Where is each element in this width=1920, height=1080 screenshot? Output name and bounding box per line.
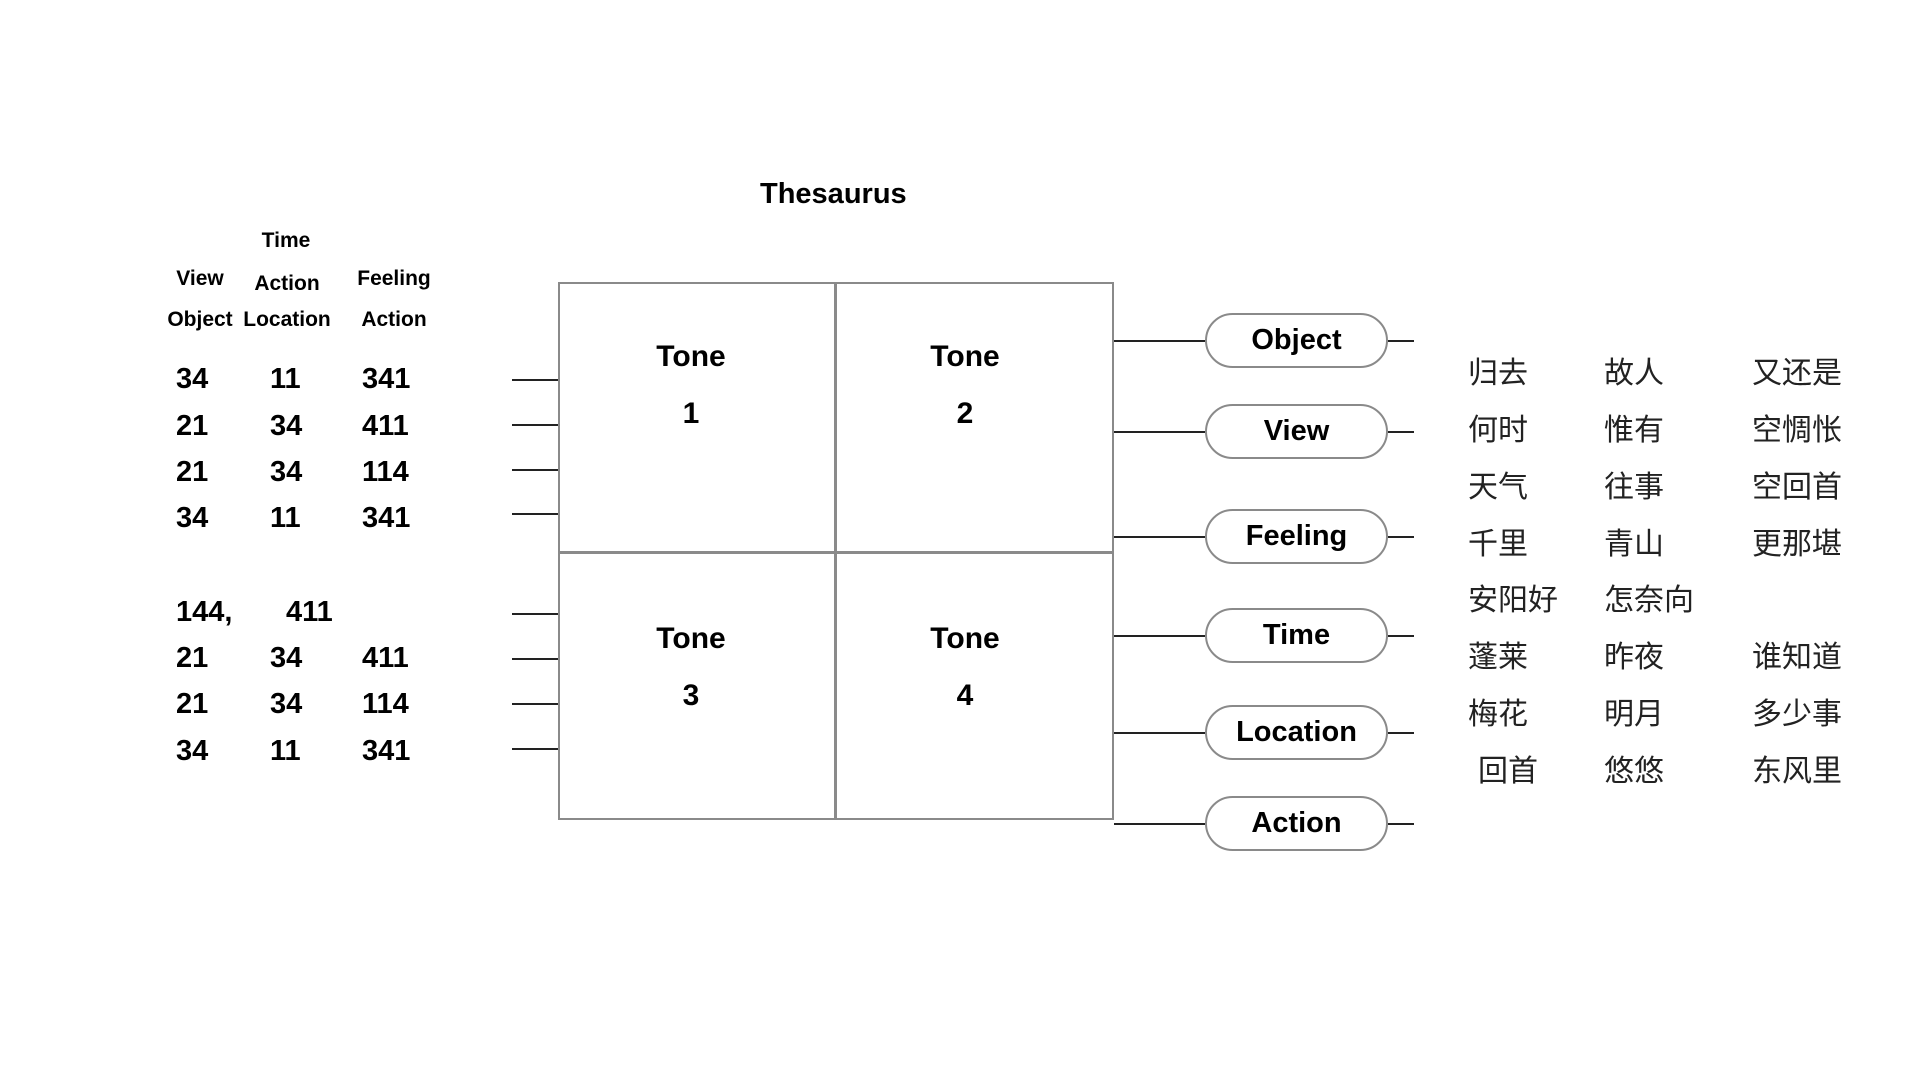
connector-line — [512, 748, 558, 750]
word-item: 多少事 — [1752, 697, 1842, 732]
number-cell: 34 — [176, 502, 209, 534]
number-cell: 411 — [362, 410, 409, 442]
tone-cell-2: Tone 2 — [890, 328, 1040, 442]
connector-line — [1114, 536, 1205, 538]
word-item: 明月 — [1604, 697, 1664, 732]
connector-line — [1388, 823, 1414, 825]
connector-line — [512, 613, 558, 615]
tone-number: 1 — [682, 397, 700, 430]
number-cell: 144, — [176, 596, 233, 628]
word-item: 悠悠 — [1604, 754, 1664, 789]
word-item: 归去 — [1468, 356, 1528, 391]
word-item: 蓬莱 — [1468, 640, 1528, 675]
number-cell: 21 — [176, 456, 209, 488]
connector-line — [1388, 431, 1414, 433]
tone-number: 2 — [956, 397, 974, 430]
connector-line — [1388, 635, 1414, 637]
category-view: View — [1205, 404, 1388, 459]
number-cell: 21 — [176, 688, 209, 720]
connector-line — [512, 469, 558, 471]
connector-line — [1388, 732, 1414, 734]
header-action-2: Action — [361, 308, 427, 331]
word-item: 更那堪 — [1752, 527, 1842, 562]
header-action: Action — [254, 272, 320, 295]
tone-number: 4 — [956, 679, 974, 712]
number-cell: 34 — [270, 642, 303, 674]
number-cell: 11 — [270, 363, 301, 395]
number-cell: 21 — [176, 642, 209, 674]
grid-divider-horizontal — [558, 551, 1114, 554]
word-item: 惟有 — [1604, 413, 1664, 448]
number-cell: 34 — [176, 735, 209, 767]
number-cell: 34 — [176, 363, 209, 395]
connector-line — [1114, 823, 1205, 825]
connector-line — [1114, 340, 1205, 342]
connector-line — [512, 513, 558, 515]
word-item: 天气 — [1468, 470, 1528, 505]
connector-line — [1114, 635, 1205, 637]
category-object: Object — [1205, 313, 1388, 368]
tone-label: Tone — [930, 622, 1000, 655]
tone-label: Tone — [930, 340, 1000, 373]
tone-label: Tone — [656, 622, 726, 655]
number-cell: 21 — [176, 410, 209, 442]
word-item: 何时 — [1468, 413, 1528, 448]
connector-line — [512, 703, 558, 705]
number-cell: 34 — [270, 410, 303, 442]
tone-cell-4: Tone 4 — [890, 610, 1040, 724]
tone-label: Tone — [656, 340, 726, 373]
category-time: Time — [1205, 608, 1388, 663]
tone-cell-1: Tone 1 — [616, 328, 766, 442]
connector-line — [1388, 340, 1414, 342]
connector-line — [512, 658, 558, 660]
word-item: 又还是 — [1752, 356, 1842, 391]
word-item: 千里 — [1468, 527, 1528, 562]
connector-line — [512, 379, 558, 381]
category-feeling: Feeling — [1205, 509, 1388, 564]
number-cell: 34 — [270, 456, 303, 488]
number-cell: 341 — [362, 735, 411, 767]
word-item: 安阳好 — [1468, 583, 1558, 618]
number-cell: 341 — [362, 502, 411, 534]
number-cell: 341 — [362, 363, 411, 395]
number-cell: 11 — [270, 502, 301, 534]
header-object: Object — [167, 308, 233, 331]
number-cell: 114 — [362, 456, 409, 488]
header-location: Location — [243, 308, 331, 331]
header-time: Time — [261, 229, 311, 252]
word-item: 青山 — [1604, 527, 1664, 562]
word-item: 回首 — [1478, 754, 1538, 789]
category-action: Action — [1205, 796, 1388, 851]
connector-line — [1114, 732, 1205, 734]
tone-number: 3 — [682, 679, 700, 712]
tone-cell-3: Tone 3 — [616, 610, 766, 724]
word-item: 往事 — [1604, 470, 1664, 505]
number-cell: 11 — [270, 735, 301, 767]
number-cell: 114 — [362, 688, 409, 720]
number-cell: 411 — [286, 596, 333, 628]
category-location: Location — [1205, 705, 1388, 760]
connector-line — [512, 424, 558, 426]
word-item: 梅花 — [1468, 697, 1528, 732]
word-item: 故人 — [1604, 356, 1664, 391]
number-cell: 411 — [362, 642, 409, 674]
word-item: 空惆怅 — [1752, 413, 1842, 448]
word-item: 昨夜 — [1604, 640, 1664, 675]
number-cell: 34 — [270, 688, 303, 720]
connector-line — [1388, 536, 1414, 538]
header-view: View — [176, 267, 224, 290]
word-item: 怎奈向 — [1604, 583, 1694, 618]
word-item: 空回首 — [1752, 470, 1842, 505]
word-item: 东风里 — [1752, 754, 1842, 789]
header-feeling: Feeling — [357, 267, 431, 290]
diagram-title: Thesaurus — [760, 178, 907, 210]
word-item: 谁知道 — [1752, 640, 1842, 675]
connector-line — [1114, 431, 1205, 433]
